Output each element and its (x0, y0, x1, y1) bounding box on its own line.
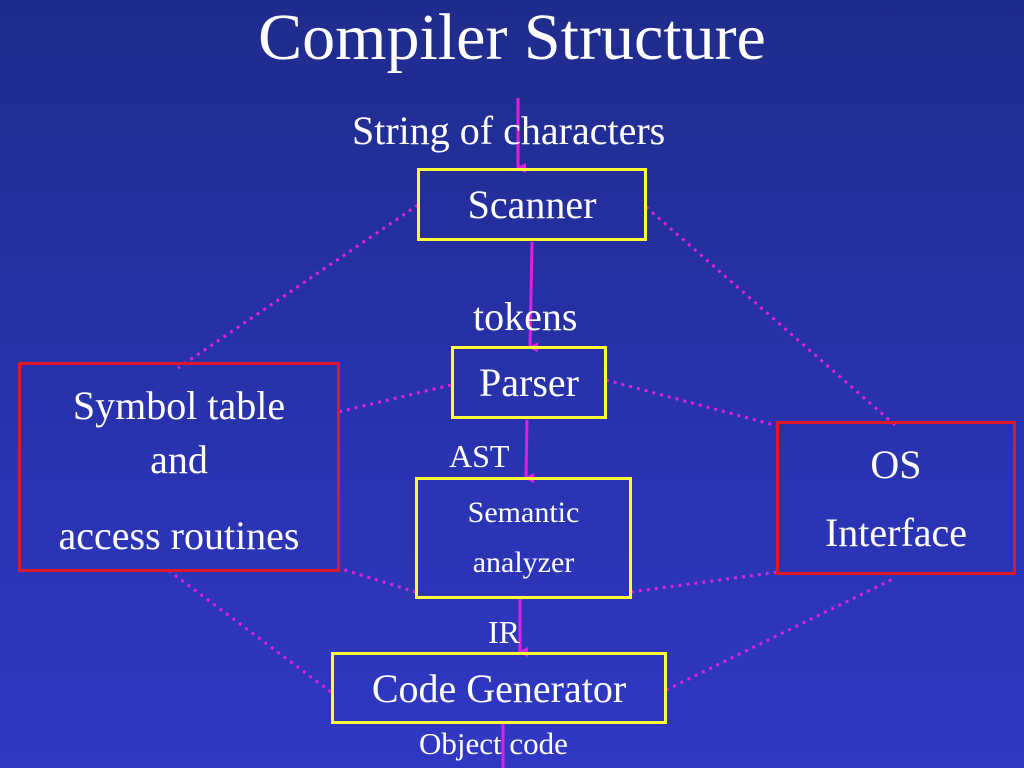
link-scanner-os (645, 205, 896, 427)
semantic-label-line1: Semantic (467, 496, 580, 529)
os-interface-label-line2: Interface (824, 509, 968, 555)
code-generator-box: Code Generator (331, 652, 667, 724)
semantic-analyzer-box: Semantic analyzer (415, 477, 632, 599)
code-generator-label: Code Generator (371, 665, 627, 711)
os-interface-box: OS Interface (776, 421, 1016, 575)
output-label: Object code (419, 726, 568, 761)
link-codegen-symbol-table (167, 568, 332, 694)
link-semantic-os (630, 570, 779, 594)
scanner-label: Scanner (467, 182, 597, 227)
symbol-table-label-line1: Symbol table (72, 383, 286, 428)
symbol-table-box: Symbol table and access routines (18, 362, 340, 572)
page-title: Compiler Structure (258, 1, 766, 74)
input-label: String of characters (352, 108, 666, 153)
link-scanner-symbol-table (177, 203, 419, 370)
scanner-box: Scanner (417, 168, 647, 241)
link-codegen-os (665, 576, 896, 692)
ir-label: IR (488, 614, 520, 650)
tokens-label: tokens (473, 294, 578, 339)
symbol-table-label-line3: access routines (58, 513, 300, 558)
os-interface-label-line1: OS (870, 441, 922, 487)
parser-label: Parser (479, 360, 579, 405)
link-semantic-symbol-table (337, 566, 417, 594)
link-parser-symbol-table (337, 383, 452, 414)
semantic-label-line2: analyzer (472, 546, 575, 579)
arrow-parser-to-semantic (524, 419, 535, 484)
ast-label: AST (449, 438, 510, 474)
arrow-scanner-to-parser (528, 241, 539, 353)
parser-box: Parser (451, 346, 607, 419)
symbol-table-label-line2: and (150, 437, 208, 482)
link-parser-os (605, 378, 779, 428)
